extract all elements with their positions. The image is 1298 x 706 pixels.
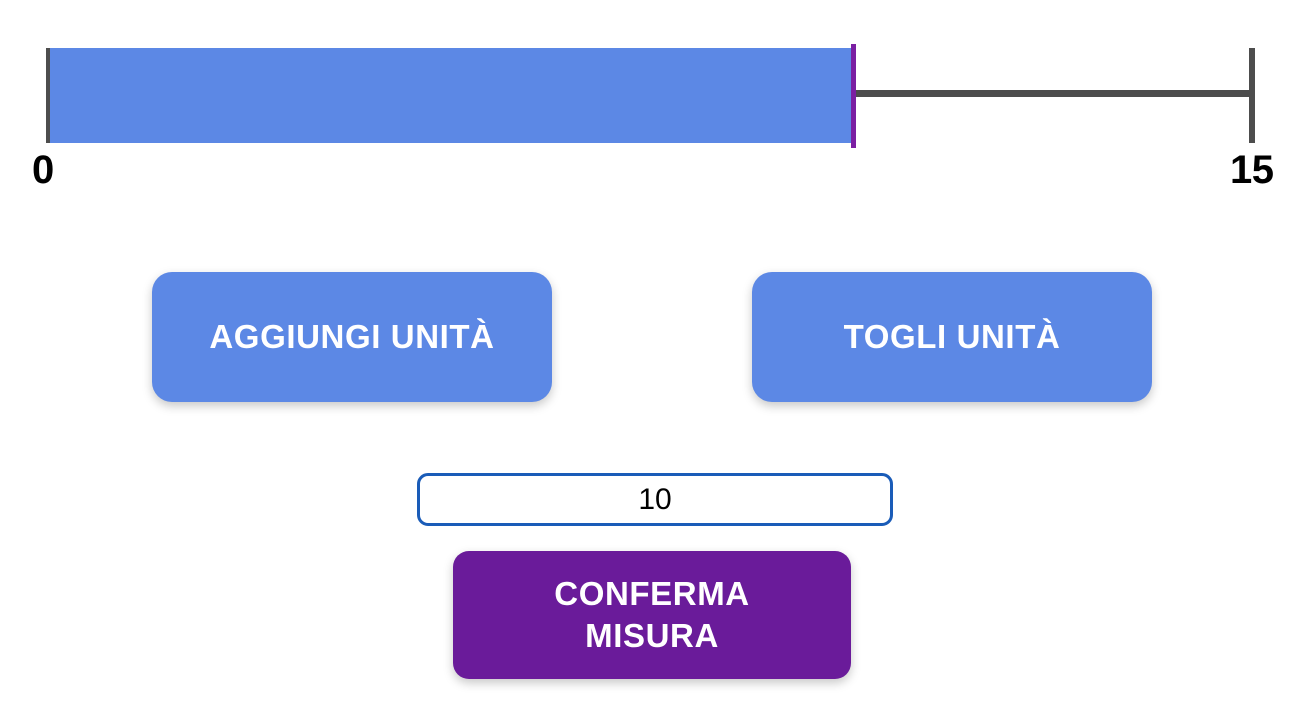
- add-unit-button[interactable]: AGGIUNGI UNITÀ: [152, 272, 552, 402]
- remove-unit-button[interactable]: TOGLI UNITÀ: [752, 272, 1152, 402]
- axis-label-min: 0: [32, 148, 54, 192]
- axis-label-max: 15: [1230, 148, 1274, 192]
- slider-min-tick: [46, 48, 52, 143]
- confirm-button-label-line2: MISURA: [585, 617, 719, 654]
- slider-fill-bar[interactable]: [50, 48, 853, 143]
- confirm-measure-button[interactable]: CONFERMA MISURA: [453, 551, 851, 679]
- slider-value-marker[interactable]: [850, 44, 856, 148]
- confirm-button-label-line1: CONFERMA: [554, 574, 750, 612]
- slider-max-tick: [1249, 48, 1255, 143]
- measurement-slider[interactable]: 0 15: [0, 0, 1298, 200]
- measure-value-input[interactable]: [417, 473, 893, 526]
